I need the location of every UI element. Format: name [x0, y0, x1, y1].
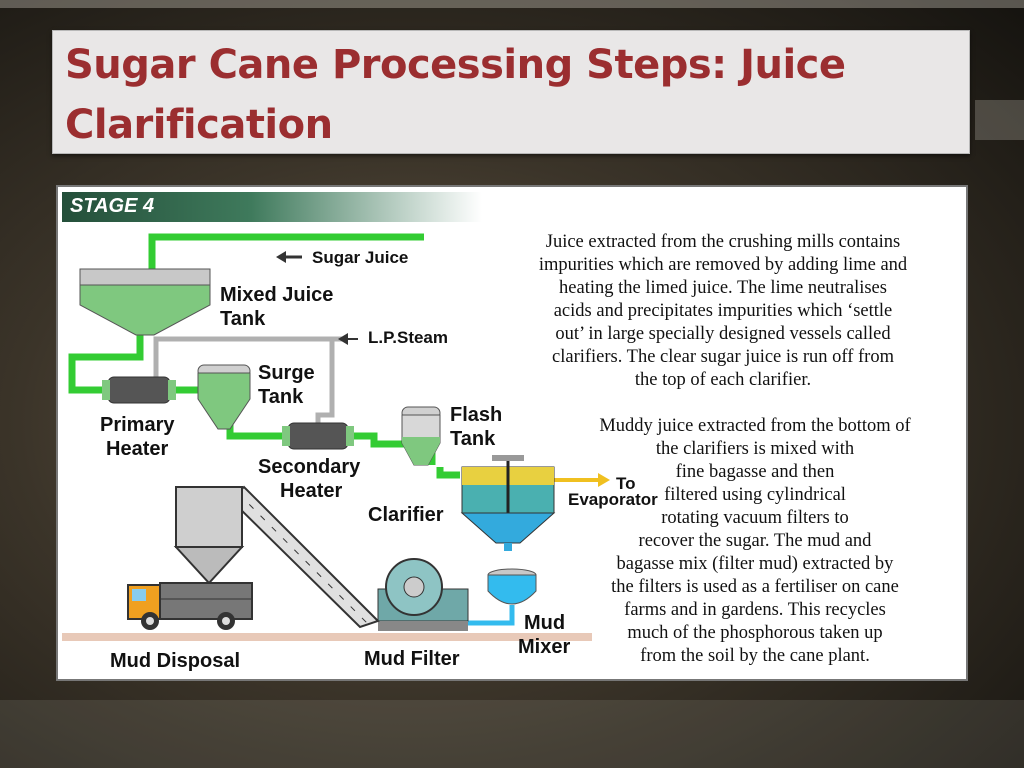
flash-tank-label: Flash: [450, 404, 502, 426]
mud-hopper: [173, 486, 245, 585]
background-beam: [0, 0, 1024, 8]
evaporator-arrow: [598, 473, 610, 487]
surge-tank: [197, 364, 251, 430]
description-line: the clarifiers is mixed with: [655, 439, 855, 459]
flash-tank: [401, 406, 441, 466]
mixed-juice-tank-label-2: Tank: [220, 308, 266, 330]
secondary-heater: [282, 422, 354, 450]
primary-heater-label: Primary: [100, 414, 175, 436]
background-beam: [0, 700, 1024, 768]
description-line: farms and in gardens. This recycles: [624, 600, 886, 620]
to-evaporator-label: To: [616, 474, 636, 493]
description-line: clarifiers. The clear sugar juice is run…: [552, 347, 894, 367]
mud-mixer-label-2: Mixer: [518, 636, 570, 658]
mud-mixer-label: Mud: [524, 612, 565, 634]
clarifier-tank: [460, 455, 556, 551]
description-line: heating the limed juice. The lime neutra…: [559, 278, 887, 298]
stage-label: STAGE 4: [70, 195, 155, 217]
flash-tank-label-2: Tank: [450, 428, 496, 450]
description-line: Juice extracted from the crushing mills …: [545, 232, 901, 252]
description-line: from the soil by the cane plant.: [640, 646, 870, 666]
mud-disposal-label: Mud Disposal: [110, 650, 240, 672]
sugar-juice-arrow: [276, 251, 302, 263]
ground-line: [62, 633, 592, 641]
title-box: Sugar Cane Processing Steps: Juice Clari…: [52, 30, 970, 154]
description-line: filtered using cylindrical: [664, 485, 846, 505]
mud-truck: [127, 582, 253, 630]
stage-bar: STAGE 4: [62, 192, 482, 222]
steam-arrow: [338, 333, 358, 345]
description-line: fine bagasse and then: [675, 462, 835, 482]
surge-tank-label: Surge: [258, 362, 315, 384]
description-line: out’ in large specially designed vessels…: [555, 324, 891, 344]
description-clarification: Juice extracted from the crushing mills …: [488, 231, 958, 392]
description-line: Muddy juice extracted from the bottom of: [599, 416, 911, 436]
to-evaporator-label-2: Evaporator: [568, 490, 658, 509]
description-line: rotating vacuum filters to: [661, 508, 849, 528]
surge-tank-label-2: Tank: [258, 386, 304, 408]
secondary-heater-label-2: Heater: [280, 480, 342, 502]
background-beam: [975, 100, 1024, 140]
secondary-heater-label: Secondary: [258, 456, 361, 478]
description-line: the filters is used as a fertiliser on c…: [611, 577, 899, 597]
sugar-juice-label: Sugar Juice: [312, 248, 408, 267]
diagram-panel: STAGE 4: [56, 185, 968, 681]
description-line: acids and precipitates impurities which …: [553, 301, 893, 321]
description-line: the top of each clarifier.: [634, 370, 812, 390]
description-mud-filtering: Muddy juice extracted from the bottom of…: [550, 415, 960, 668]
description-line: much of the phosphorous taken up: [627, 623, 883, 643]
process-diagram: Sugar Juice Mixed Juice Tank L.P.Steam S…: [62, 233, 658, 672]
mud-filter: [377, 558, 469, 631]
clarifier-label: Clarifier: [368, 504, 444, 526]
description-line: recover the sugar. The mud and: [638, 531, 872, 551]
mixed-juice-tank-label: Mixed Juice: [220, 284, 333, 306]
description-line: impurities which are removed by adding l…: [538, 255, 908, 275]
mixed-juice-tank: [79, 268, 211, 336]
steam-pipe: [153, 336, 346, 429]
mud-mixer: [487, 568, 537, 605]
lp-steam-label: L.P.Steam: [368, 328, 448, 347]
mud-filter-label: Mud Filter: [364, 648, 460, 670]
primary-heater-label-2: Heater: [106, 438, 168, 460]
primary-heater: [102, 376, 176, 404]
slide-title: Sugar Cane Processing Steps: Juice Clari…: [65, 42, 846, 148]
description-line: bagasse mix (filter mud) extracted by: [616, 554, 894, 574]
